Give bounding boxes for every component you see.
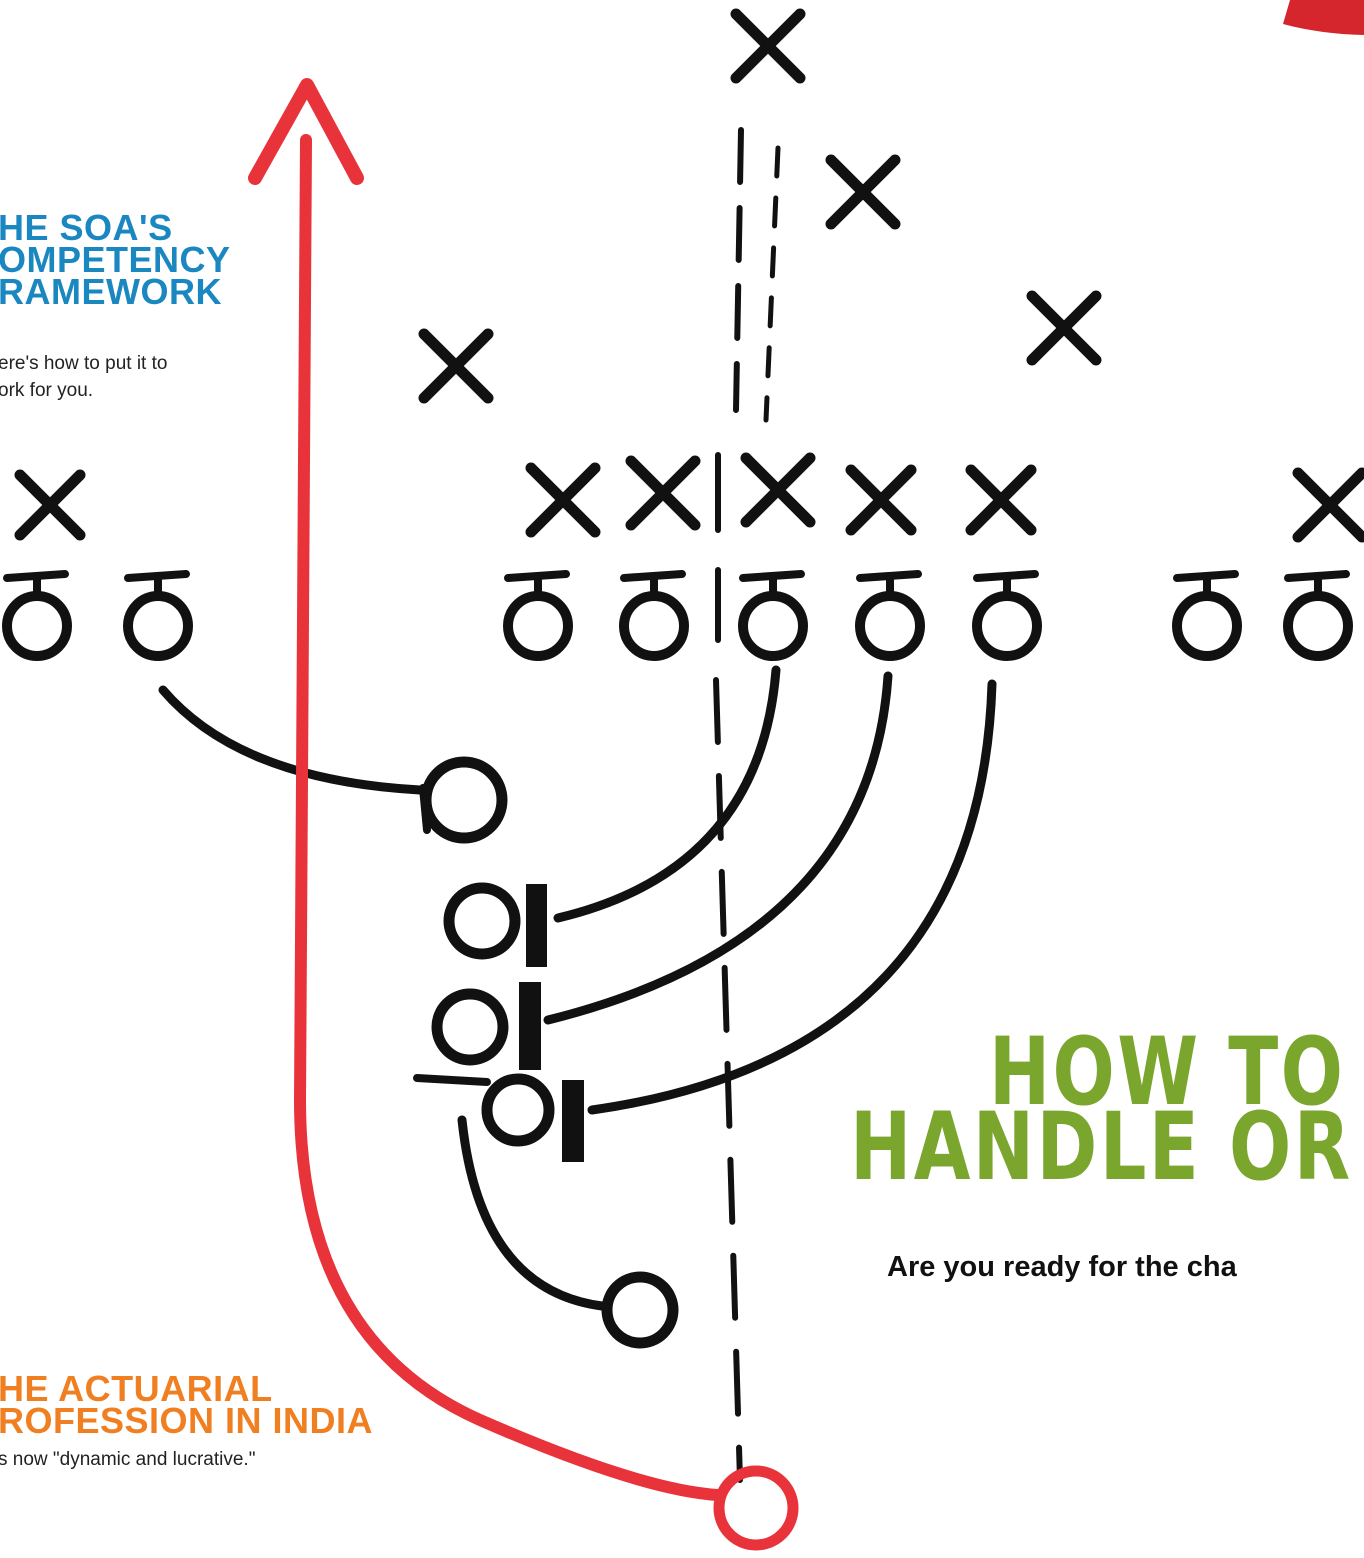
article-2-description: s now "dynamic and lucrative.": [0, 1449, 256, 1470]
o-circle: [2, 591, 72, 661]
feature-subtitle: Are you ready for the cha: [887, 1251, 1237, 1283]
article-1-description: ere's how to put it to ork for you.: [0, 350, 167, 404]
feature-headline-line: HOW TO: [988, 1018, 1346, 1127]
x-stroke: [965, 464, 1037, 536]
article-1-description-line: ork for you.: [0, 380, 94, 401]
offense-o-icon: [972, 570, 1042, 661]
route-line: [587, 679, 997, 1115]
route-line: [158, 685, 425, 795]
article-2-title[interactable]: HE ACTUARIAL ROFESSION IN INDIA: [0, 1368, 374, 1441]
offense-o-icon: [443, 882, 521, 960]
offense-o-icon: [1283, 570, 1353, 661]
feature-headline[interactable]: HOW TO HANDLE OR: [850, 1018, 1353, 1202]
dashed-center-line: [733, 127, 744, 413]
x-stroke: [1292, 467, 1364, 543]
defender-x-icon: [14, 469, 86, 541]
x-stroke: [845, 464, 917, 536]
dashed-center-line: [713, 677, 743, 1483]
offense-o-icon: [420, 756, 508, 844]
defender-x-icon: [625, 455, 701, 531]
red-target-circle-icon: [713, 1465, 799, 1551]
article-1-title[interactable]: HE SOA'S OMPETENCY RAMEWORK: [0, 207, 231, 312]
article-1-title-line: OMPETENCY: [0, 239, 231, 280]
offense-o-icon: [123, 570, 193, 661]
x-stroke: [525, 462, 601, 538]
offense-o-icon: [738, 570, 808, 661]
o-circle: [503, 591, 573, 661]
route-line: [543, 671, 893, 1025]
o-circle: [619, 591, 689, 661]
red-arrow-shaft: [294, 134, 724, 1501]
x-stroke: [14, 469, 86, 541]
route-line: [553, 665, 781, 923]
defender-x-icon: [1292, 467, 1364, 543]
defender-x-icon: [825, 154, 901, 230]
red-badge-icon: [1283, 0, 1364, 35]
offense-o-icon: [1172, 570, 1242, 661]
defender-x-icon: [1026, 290, 1102, 366]
blocker-bar-icon: [526, 884, 547, 967]
x-stroke: [418, 328, 494, 404]
article-1-description-line: ere's how to put it to: [0, 353, 168, 374]
defender-x-icon: [845, 464, 917, 536]
o-circle: [738, 591, 808, 661]
o-circle: [123, 591, 193, 661]
o-circle: [1283, 591, 1353, 661]
offense-o-icon: [431, 988, 509, 1066]
offense-o-icon: [855, 570, 925, 661]
article-2-title-line: HE ACTUARIAL: [0, 1368, 273, 1409]
dashed-center-line: [763, 145, 781, 423]
blocker-bar-icon: [562, 1080, 584, 1162]
x-stroke: [730, 8, 806, 84]
defender-x-icon: [965, 464, 1037, 536]
article-1-title-line: RAMEWORK: [0, 271, 222, 312]
red-arrowhead-icon: [248, 78, 364, 185]
defender-x-icon: [740, 452, 816, 528]
o-circle: [972, 591, 1042, 661]
defender-x-icon: [418, 328, 494, 404]
dash-mark: [413, 1074, 491, 1086]
x-stroke: [625, 455, 701, 531]
x-stroke: [1026, 290, 1102, 366]
offense-o-icon: [503, 570, 573, 661]
feature-headline-line: HANDLE OR: [850, 1093, 1353, 1202]
defender-x-icon: [525, 462, 601, 538]
o-circle: [855, 591, 925, 661]
offense-o-icon: [601, 1271, 679, 1349]
article-1-title-line: HE SOA'S: [0, 207, 173, 248]
article-2-title-line: ROFESSION IN INDIA: [0, 1400, 374, 1441]
offense-o-icon: [619, 570, 689, 661]
defender-x-icon: [730, 8, 806, 84]
route-line: [457, 1115, 607, 1311]
x-stroke: [825, 154, 901, 230]
blocker-bar-icon: [519, 982, 541, 1070]
offense-o-icon: [481, 1073, 555, 1147]
offense-o-icon: [2, 570, 72, 661]
dash-mark: [419, 784, 431, 834]
x-stroke: [740, 452, 816, 528]
o-circle: [1172, 591, 1242, 661]
